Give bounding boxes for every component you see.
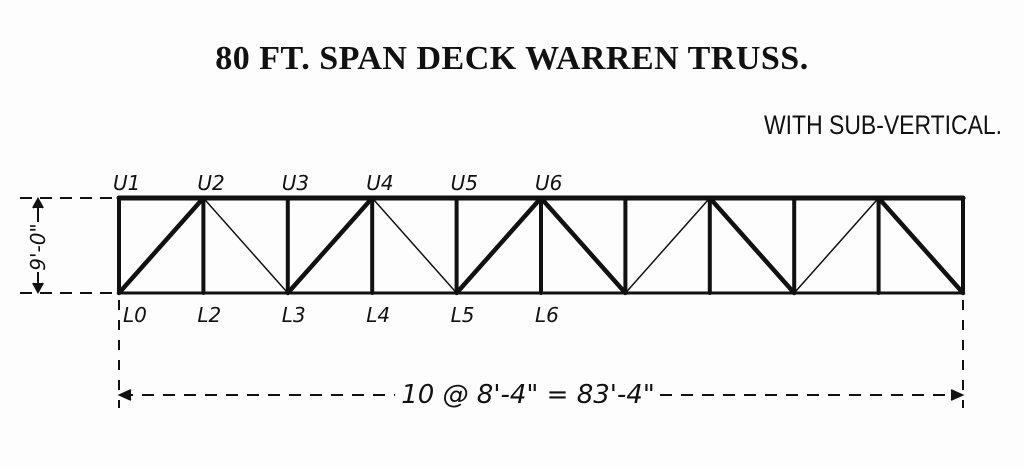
span-dimension-label: 10 @ 8'-4" = 83'-4" — [401, 380, 655, 410]
height-dimension-label: 9'-0" — [26, 223, 50, 270]
arrow-left — [117, 389, 132, 401]
diagonal-member — [285, 195, 375, 296]
diagonal-member — [876, 195, 966, 296]
diagonal-member — [538, 195, 628, 296]
diagonal-member — [624, 197, 711, 294]
diagonal-member — [793, 197, 880, 294]
diagram-subtitle: WITH SUB-VERTICAL. — [763, 110, 1002, 140]
truss-members — [116, 195, 966, 296]
diagonal-member — [371, 197, 458, 294]
upper-node-label: U3 — [282, 171, 309, 195]
arrow-up — [32, 196, 44, 209]
arrow-right — [950, 389, 965, 401]
lower-node-label: L0 — [123, 303, 147, 327]
diagonal-member — [707, 195, 797, 296]
diagram-title: 80 FT. SPAN DECK WARREN TRUSS. — [215, 40, 809, 77]
diagonal-member — [454, 195, 544, 296]
dimension-lines — [20, 196, 965, 408]
lower-node-label: L5 — [451, 303, 475, 327]
arrow-down — [32, 282, 44, 295]
diagonal-member — [202, 197, 289, 294]
lower-node-label: L6 — [535, 303, 559, 327]
upper-node-label: U6 — [535, 171, 562, 195]
upper-node-label: U5 — [451, 171, 478, 195]
lower-node-label: L2 — [197, 303, 221, 327]
upper-node-label: U2 — [197, 171, 224, 195]
upper-node-label: U4 — [366, 171, 393, 195]
lower-node-label: L4 — [366, 303, 390, 327]
diagonal-member — [116, 195, 206, 296]
lower-node-label: L3 — [282, 303, 306, 327]
upper-node-label: U1 — [113, 171, 140, 195]
